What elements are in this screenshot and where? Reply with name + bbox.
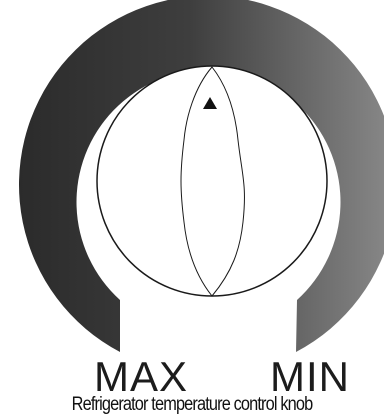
min-label: MIN — [270, 356, 350, 398]
image-caption: Refrigerator temperature control knob — [27, 393, 357, 417]
max-label: MAX — [94, 356, 188, 398]
